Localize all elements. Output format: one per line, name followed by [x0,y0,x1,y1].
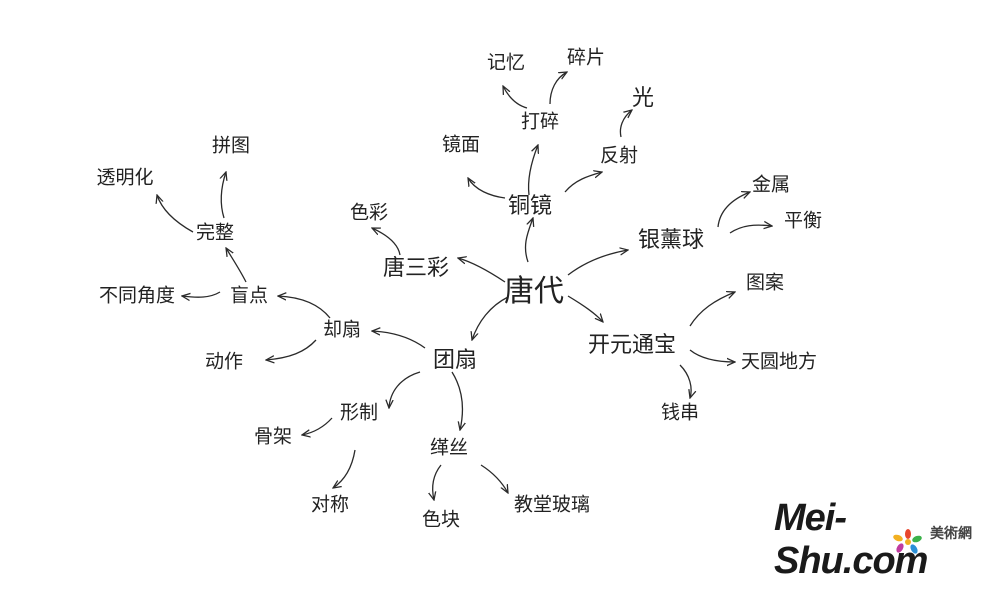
node-jingmian: 镜面 [441,133,481,156]
node-guang: 光 [631,86,655,111]
node-tuanshan: 团扇 [432,348,478,373]
node-tangsancai: 唐三彩 [382,256,450,281]
node-dasui: 打碎 [520,110,560,133]
node-pintu: 拼图 [211,134,251,157]
node-pingheng: 平衡 [783,209,823,232]
watermark-brand: Mei-Shu.com [774,497,928,582]
arrow-center-tangsancai [458,258,506,283]
arrow-center-yinxunqiu [567,250,628,276]
node-duicheng: 对称 [310,493,350,516]
arrow-tuanshan-chousi [451,371,462,430]
arrow-tangsancai-secai [372,228,401,256]
arrow-wanzheng-pintu [221,172,226,219]
arrow-mangdian-butong [182,291,221,297]
arrow-tongjing-jingmian [468,178,506,199]
node-tongjing: 铜镜 [507,194,553,219]
node-dongzuo: 动作 [204,350,244,373]
arrow-mangdian-wanzheng [226,248,247,283]
arrow-center-tuanshan [472,296,509,340]
arrow-kaiyuan-tianyuan [689,349,735,362]
arrow-wanzheng-toumihua [157,195,194,233]
arrow-fanshe-guang [619,110,632,138]
node-secai: 色彩 [349,201,389,224]
node-wanzheng: 完整 [195,221,235,244]
node-xingzhi: 形制 [339,401,379,424]
arrow-queshan-dongzuo [266,339,317,360]
arrow-xingzhi-gujia [302,417,333,435]
node-fanshe: 反射 [599,144,639,167]
arrow-tongjing-dasui [527,145,538,196]
node-jiyi: 记忆 [486,51,526,74]
node-kaiyuantongbao: 开元通宝 [587,333,677,358]
flower-icon [893,529,922,554]
node-tuan: 图案 [745,271,785,294]
arrow-tongjing-fanshe [564,172,602,193]
arrow-tuanshan-queshan [372,331,426,349]
node-sekuai: 色块 [421,508,461,531]
watermark-cn: 美術網 [930,526,972,542]
arrow-kaiyuan-qianchuan [679,364,691,398]
node-toumihua: 透明化 [96,166,154,189]
arrow-chousi-jiaotang [480,464,508,493]
node-jiaotangboli: 教堂玻璃 [513,493,591,516]
arrow-dasui-suipian [549,72,567,105]
arrow-xingzhi-duicheng [333,449,356,488]
arrow-center-tongjing [524,218,533,263]
node-queshan: 却扇 [322,318,362,341]
node-mangdian: 盲点 [229,284,269,307]
arrow-yinxunqiu-jinshu [717,192,750,228]
arrow-queshan-mangdian [278,296,331,319]
node-qianchuan: 钱串 [660,401,700,424]
node-yinxunqiu: 银薰球 [637,228,705,253]
arrow-chousi-sekuai [433,464,442,500]
node-chousi: 缂丝 [429,436,469,459]
node-butongjiaodu: 不同角度 [98,284,176,307]
node-suipian: 碎片 [566,46,606,69]
arrow-dasui-jiyi [503,86,528,109]
node-gujia: 骨架 [253,425,293,448]
arrow-tuanshan-xingzhi [389,371,421,408]
node-jinshu: 金属 [751,173,791,196]
meishu-watermark-logo: 美術網 Mei-Shu.com [774,497,974,583]
arrow-center-kaiyuantongbao [567,295,603,322]
arrow-yinxunqiu-pingheng [729,225,772,234]
arrow-kaiyuan-tuan [689,292,735,327]
node-tianyuandifang: 天圆地方 [740,350,818,373]
node-center-tangdai: 唐代 [504,274,564,309]
